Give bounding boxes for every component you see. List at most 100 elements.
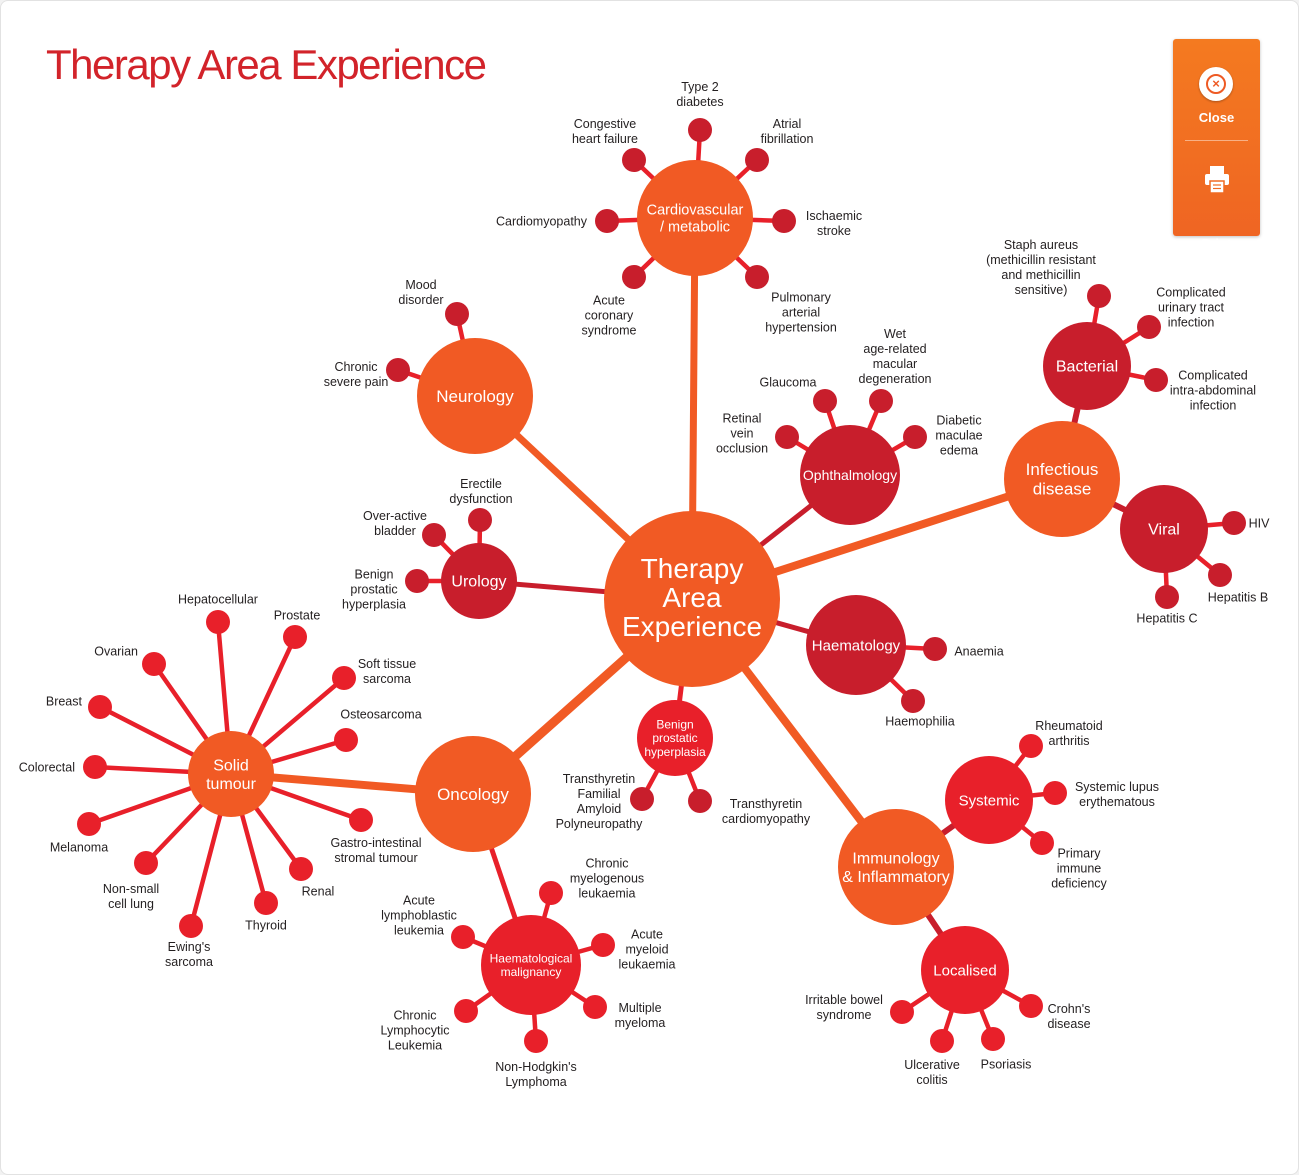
leaf-dot[interactable]: [445, 302, 469, 326]
leaf-dot[interactable]: [1137, 315, 1161, 339]
leaf-dot[interactable]: [283, 625, 307, 649]
leaf-label-line: infection: [1190, 398, 1237, 412]
leaf-dot[interactable]: [1144, 368, 1168, 392]
leaf-label-line: edema: [940, 443, 978, 457]
leaf-dot[interactable]: [930, 1029, 954, 1053]
leaf-dot[interactable]: [88, 695, 112, 719]
leaf-dot[interactable]: [745, 148, 769, 172]
leaf-dot[interactable]: [83, 755, 107, 779]
leaf-label-line: Erectile: [460, 477, 502, 491]
leaf-dot[interactable]: [622, 265, 646, 289]
leaf-dot[interactable]: [454, 999, 478, 1023]
node-systemic-label: Systemic: [959, 792, 1020, 809]
leaf-label-line: Non-small: [103, 882, 159, 896]
node-viral[interactable]: [1120, 485, 1208, 573]
node-haematological-malignancy[interactable]: [481, 915, 581, 1015]
leaf-dot[interactable]: [869, 389, 893, 413]
leaf-dot[interactable]: [772, 209, 796, 233]
leaf-label-line: Mood: [405, 278, 436, 292]
leaf-dot[interactable]: [813, 389, 837, 413]
node-neurology[interactable]: [417, 338, 533, 454]
node-ophthalmology[interactable]: [800, 425, 900, 525]
leaf-dot[interactable]: [595, 209, 619, 233]
leaf-label-line: Transthyretin: [730, 797, 803, 811]
leaf-dot[interactable]: [688, 789, 712, 813]
leaf-dot[interactable]: [903, 425, 927, 449]
node-cardiovascular-metabolic-label-line: Cardiovascular: [647, 203, 744, 219]
node-oncology[interactable]: [415, 736, 531, 852]
leaf-dot[interactable]: [468, 508, 492, 532]
leaf-dot[interactable]: [422, 523, 446, 547]
leaf-dot[interactable]: [923, 637, 947, 661]
leaf-dot[interactable]: [539, 881, 563, 905]
leaf-dot[interactable]: [77, 812, 101, 836]
leaf-dot[interactable]: [349, 808, 373, 832]
leaf-label-line: Lymphocytic: [380, 1023, 449, 1037]
leaf-dot[interactable]: [1155, 585, 1179, 609]
node-solid-tumour[interactable]: [188, 731, 274, 817]
leaf-dot[interactable]: [1208, 563, 1232, 587]
leaf-dot[interactable]: [142, 652, 166, 676]
leaf-dot[interactable]: [1019, 734, 1043, 758]
leaf-label-line: age-related: [863, 342, 926, 356]
leaf-label-line: leukemia: [394, 923, 444, 937]
printer-icon: [1205, 166, 1229, 194]
leaf-dot[interactable]: [134, 851, 158, 875]
leaf-dot[interactable]: [206, 610, 230, 634]
node-viral-label: Viral: [1148, 522, 1180, 539]
leaf-dot[interactable]: [622, 148, 646, 172]
node-localised[interactable]: [921, 926, 1009, 1014]
leaf-dot[interactable]: [451, 925, 475, 949]
leaf-dot[interactable]: [630, 787, 654, 811]
leaf-dot[interactable]: [1030, 831, 1054, 855]
leaf-dot[interactable]: [334, 728, 358, 752]
node-urology-label-line: Urology: [451, 574, 506, 591]
leaf-dot[interactable]: [254, 891, 278, 915]
leaf-dot[interactable]: [775, 425, 799, 449]
leaf-dot[interactable]: [386, 358, 410, 382]
node-haematology[interactable]: [806, 595, 906, 695]
leaf-dot[interactable]: [332, 666, 356, 690]
leaf-dot[interactable]: [901, 689, 925, 713]
leaf-label-line: Atrial: [773, 117, 801, 131]
leaf-dot[interactable]: [591, 933, 615, 957]
leaf-dot[interactable]: [524, 1029, 548, 1053]
node-cardiovascular-metabolic[interactable]: [637, 160, 753, 276]
leaf-label-line: sensitive): [1015, 283, 1068, 297]
leaf-label-line: cardiomyopathy: [722, 812, 811, 826]
leaf-dot[interactable]: [289, 857, 313, 881]
node-oncology-label: Oncology: [437, 785, 509, 804]
leaf-label-line: disorder: [398, 293, 443, 307]
node-urology[interactable]: [441, 543, 517, 619]
print-button[interactable]: Print: [1173, 142, 1260, 251]
node-bacterial[interactable]: [1043, 322, 1131, 410]
center-node[interactable]: [604, 511, 780, 687]
leaf-dot[interactable]: [688, 118, 712, 142]
leaf-label-line: Lymphoma: [505, 1075, 566, 1089]
node-infectious-disease[interactable]: [1004, 421, 1120, 537]
leaf-label: Hepatitis C: [1136, 611, 1197, 625]
leaf-dot[interactable]: [1043, 781, 1067, 805]
leaf-dot[interactable]: [745, 265, 769, 289]
leaf-dot[interactable]: [981, 1027, 1005, 1051]
leaf-dot[interactable]: [1019, 994, 1043, 1018]
leaf-dot[interactable]: [1222, 511, 1246, 535]
leaf-dot[interactable]: [583, 995, 607, 1019]
action-panel: × Close Print: [1173, 39, 1260, 251]
close-button[interactable]: × Close: [1173, 39, 1260, 139]
node-immunology-inflammatory[interactable]: [838, 809, 954, 925]
leaf-dot[interactable]: [405, 569, 429, 593]
leaf-dot[interactable]: [890, 1000, 914, 1024]
leaf-label-line: Complicated: [1156, 285, 1226, 299]
leaf-dot[interactable]: [1087, 284, 1111, 308]
node-systemic[interactable]: [945, 756, 1033, 844]
leaf-label-line: Prostate: [274, 608, 321, 622]
leaf-label-line: Colorectal: [19, 760, 75, 774]
leaf-dot[interactable]: [179, 914, 203, 938]
node-benign-prostatic-hyperplasia[interactable]: [637, 700, 713, 776]
